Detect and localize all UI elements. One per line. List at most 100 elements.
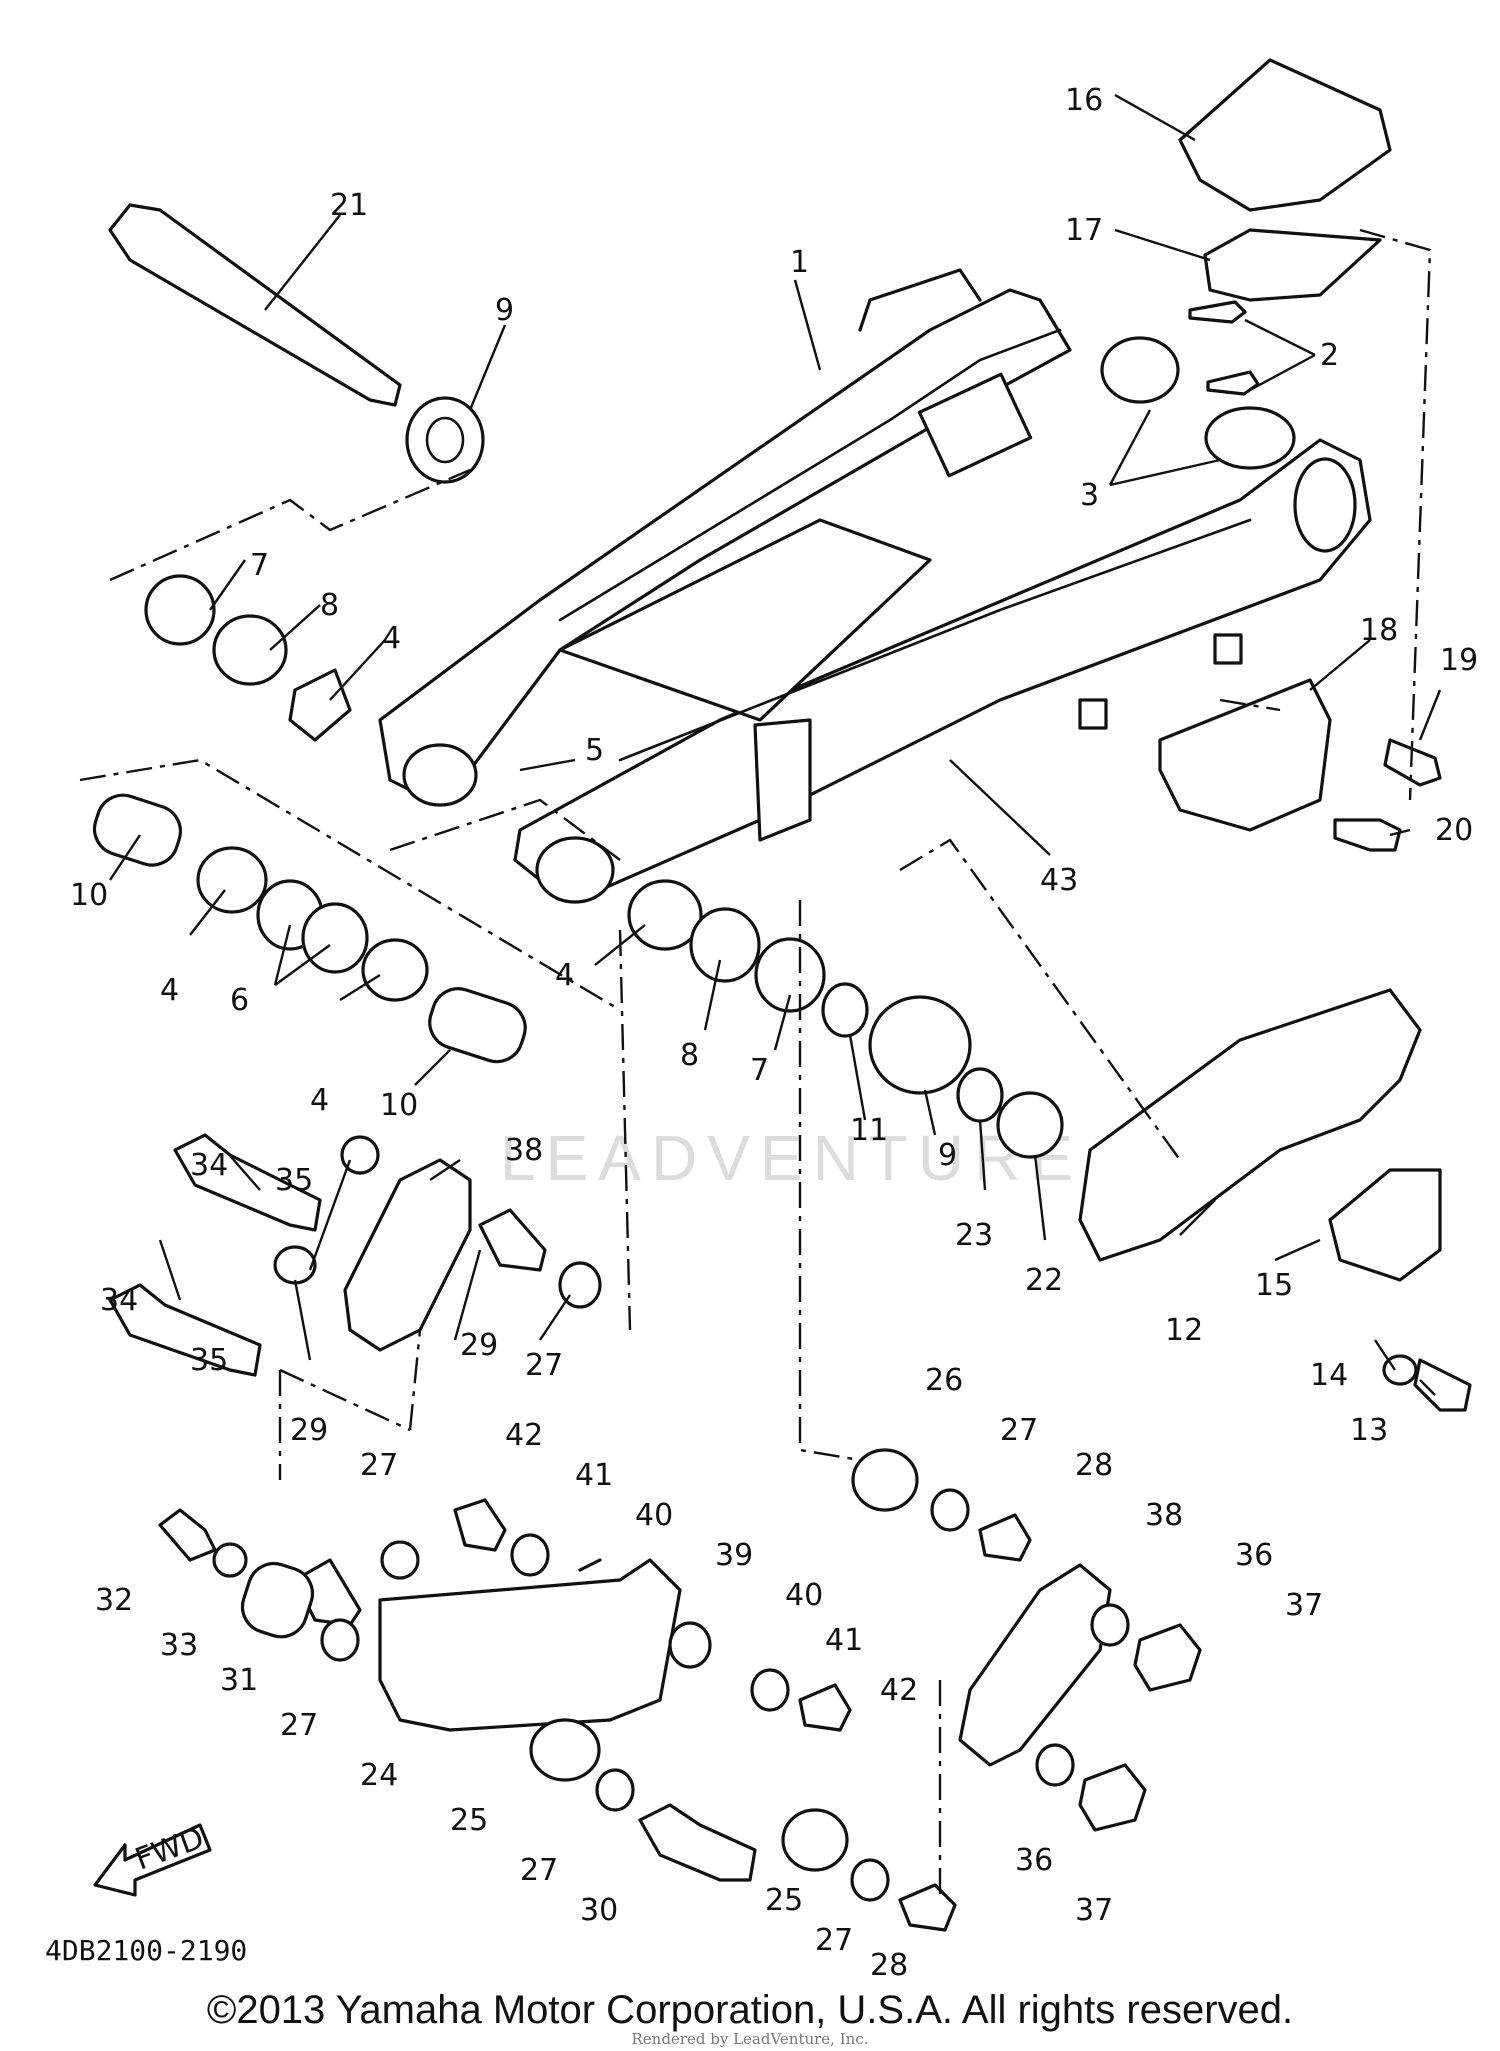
callout-21: 21 bbox=[330, 188, 368, 223]
bush bbox=[529, 1718, 601, 1782]
callout-27: 27 bbox=[525, 1348, 563, 1383]
watermark: LEADVENTURE bbox=[500, 1122, 1083, 1194]
callout-9: 9 bbox=[495, 293, 514, 328]
callout-36: 36 bbox=[1235, 1538, 1273, 1573]
callout-41b: 41 bbox=[825, 1623, 863, 1658]
brake-hose-holder bbox=[1158, 678, 1332, 832]
callout-8b: 8 bbox=[680, 1038, 699, 1073]
callout-19: 19 bbox=[1440, 643, 1478, 678]
ring bbox=[578, 1558, 602, 1572]
bolt bbox=[1413, 1358, 1472, 1412]
adjusting-plate bbox=[1100, 336, 1180, 404]
callout-numbers: 1 2 3 4 4 4 4 5 6 7 7 8 8 9 9 10 10 11 1… bbox=[70, 83, 1478, 1983]
callout-35b: 35 bbox=[190, 1343, 228, 1378]
callout-4b: 4 bbox=[160, 973, 179, 1008]
callout-17: 17 bbox=[1065, 213, 1103, 248]
callout-28: 28 bbox=[1075, 1448, 1113, 1483]
washer bbox=[510, 1533, 550, 1577]
callout-27e: 27 bbox=[520, 1853, 558, 1888]
collar bbox=[453, 1498, 507, 1552]
callout-30: 30 bbox=[580, 1893, 618, 1928]
callout-4d: 4 bbox=[555, 958, 574, 993]
callout-25: 25 bbox=[450, 1803, 488, 1838]
washer bbox=[273, 1245, 317, 1285]
callout-29: 29 bbox=[460, 1328, 498, 1363]
bolt bbox=[158, 1508, 217, 1562]
callout-40b: 40 bbox=[785, 1578, 823, 1613]
callout-28b: 28 bbox=[870, 1948, 908, 1983]
callout-13: 13 bbox=[1350, 1413, 1388, 1448]
adjusting-plate bbox=[1204, 406, 1296, 470]
callout-10: 10 bbox=[70, 878, 108, 913]
callout-38: 38 bbox=[505, 1133, 543, 1168]
callout-42b: 42 bbox=[880, 1673, 918, 1708]
pivot-shaft bbox=[108, 203, 402, 407]
alignment-line bbox=[79, 758, 621, 1012]
alignment-line bbox=[1359, 228, 1432, 801]
pivot-stack-left bbox=[92, 574, 527, 1064]
alignment-line bbox=[618, 929, 632, 1331]
alignment-line bbox=[389, 798, 621, 861]
callout-8: 8 bbox=[320, 588, 339, 623]
callout-34b: 34 bbox=[100, 1283, 138, 1318]
callout-20: 20 bbox=[1435, 813, 1473, 848]
callout-1: 1 bbox=[790, 245, 809, 280]
alignment-line bbox=[109, 468, 471, 582]
callout-41: 41 bbox=[575, 1458, 613, 1493]
callout-27b: 27 bbox=[1000, 1413, 1038, 1448]
callout-10b: 10 bbox=[380, 1088, 418, 1123]
fwd-arrow bbox=[93, 1823, 212, 1897]
alignment-line bbox=[279, 1368, 411, 1432]
callout-42: 42 bbox=[505, 1418, 543, 1453]
callout-37: 37 bbox=[1285, 1588, 1323, 1623]
collar bbox=[798, 1683, 852, 1732]
callout-3: 3 bbox=[1080, 478, 1099, 513]
callout-2: 2 bbox=[1320, 338, 1339, 373]
callout-39: 39 bbox=[715, 1538, 753, 1573]
diagram-code: 4DB2100-2190 bbox=[45, 1934, 247, 1967]
callout-35: 35 bbox=[275, 1163, 313, 1198]
copyright-notice: ©2013 Yamaha Motor Corporation, U.S.A. A… bbox=[206, 1988, 1294, 2032]
callout-43: 43 bbox=[1040, 863, 1078, 898]
leader-lines bbox=[109, 93, 1442, 1396]
callout-27f: 27 bbox=[815, 1923, 853, 1958]
connecting-rod bbox=[958, 1563, 1112, 1767]
chain-guide bbox=[1178, 58, 1392, 212]
callout-38b: 38 bbox=[1145, 1498, 1183, 1533]
callout-26: 26 bbox=[925, 1363, 963, 1398]
pivot-stack-right bbox=[627, 879, 1064, 1159]
callout-24: 24 bbox=[360, 1758, 398, 1793]
washer bbox=[340, 1135, 380, 1175]
callout-29b: 29 bbox=[290, 1413, 328, 1448]
callout-15: 15 bbox=[1255, 1268, 1293, 1303]
chain-slider bbox=[1203, 228, 1382, 302]
bush bbox=[851, 1448, 919, 1512]
callout-4: 4 bbox=[382, 621, 401, 656]
bolt bbox=[108, 1283, 262, 1377]
bolt bbox=[638, 1803, 757, 1882]
bolt bbox=[1188, 300, 1247, 324]
callout-25b: 25 bbox=[765, 1883, 803, 1918]
collar bbox=[478, 1208, 547, 1272]
nut bbox=[1133, 1623, 1202, 1692]
collar bbox=[978, 1513, 1032, 1562]
nut bbox=[1078, 1763, 1147, 1832]
callout-9b: 9 bbox=[938, 1138, 957, 1173]
washer bbox=[1035, 1743, 1075, 1787]
bolt bbox=[1333, 818, 1402, 852]
relay-arm bbox=[378, 1558, 682, 1732]
callout-37b: 37 bbox=[1075, 1893, 1113, 1928]
collar bbox=[293, 1558, 362, 1627]
callout-16: 16 bbox=[1065, 83, 1103, 118]
alignment-line bbox=[408, 1329, 422, 1431]
callout-34: 34 bbox=[190, 1148, 228, 1183]
washer bbox=[750, 1668, 790, 1712]
chain-guard bbox=[1078, 988, 1422, 1262]
callout-14: 14 bbox=[1310, 1358, 1348, 1393]
callout-32: 32 bbox=[95, 1583, 133, 1618]
guard-plate bbox=[1328, 1168, 1442, 1282]
callout-33: 33 bbox=[160, 1628, 198, 1663]
callout-12: 12 bbox=[1165, 1313, 1203, 1348]
callout-4c: 4 bbox=[310, 1083, 329, 1118]
